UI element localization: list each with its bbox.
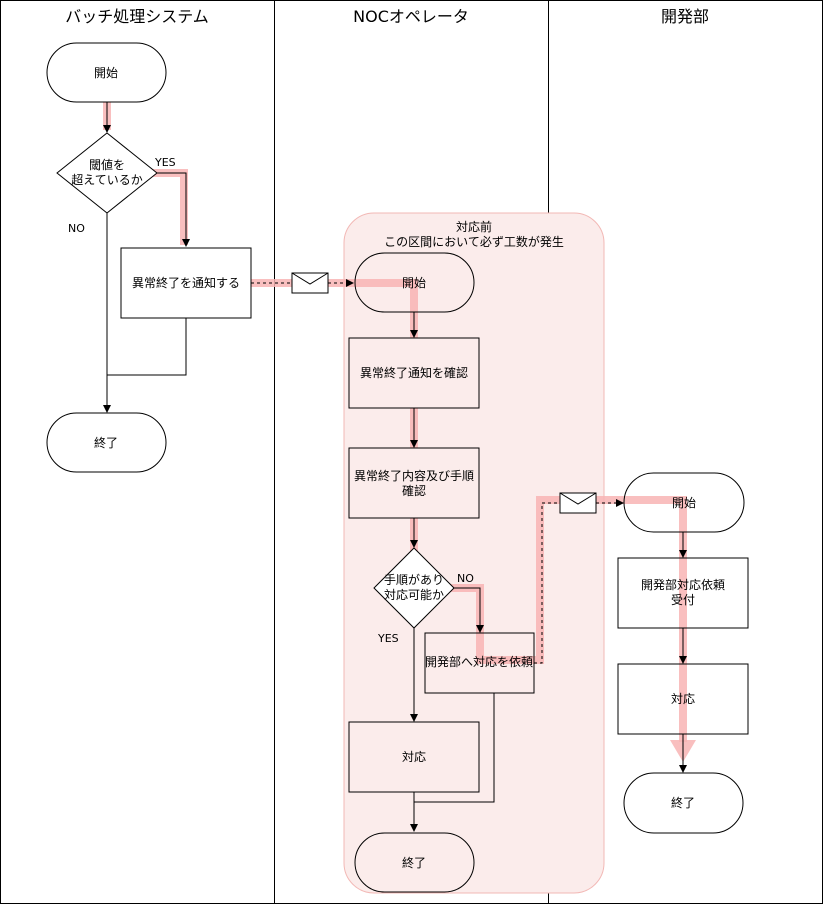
batch-notify-node xyxy=(120,247,252,319)
dev-receive-line1: 開発部対応依頼 xyxy=(641,577,725,592)
lane-title-dev: 開発部 xyxy=(661,7,709,26)
message-line-2a xyxy=(534,502,560,664)
dev-end-node xyxy=(623,772,744,834)
region-title: 対応前 xyxy=(456,219,492,234)
batch-decision-line1: 閾値を xyxy=(89,157,125,172)
lane-title-batch: バッチ処理システム xyxy=(65,7,209,26)
batch-yes-label: YES xyxy=(154,156,176,169)
dev-start-node xyxy=(623,472,745,533)
envelope-flap-2 xyxy=(559,492,597,505)
envelope-flap-1 xyxy=(291,272,329,285)
noc-start-label: 開始 xyxy=(402,276,426,290)
noc-decision-line2: 対応可能か xyxy=(384,588,444,602)
pre-response-region xyxy=(343,212,605,894)
batch-no-label: NO xyxy=(68,222,85,235)
noc-end-label: 終了 xyxy=(402,855,426,870)
dev-handle-label: 対応 xyxy=(671,692,695,706)
noc-confirm-detail-line1: 異常終了内容及び手順 xyxy=(354,468,474,483)
noc-end-node xyxy=(354,832,475,893)
region-subtitle: この区間において必ず工数が発生 xyxy=(384,234,564,249)
noc-request-label: 開発部へ対応を依頼 xyxy=(425,654,533,669)
batch-end-node xyxy=(46,412,167,473)
noc-no-label: NO xyxy=(457,572,474,585)
connector-batch-yes xyxy=(157,172,190,247)
connector-noc-merge xyxy=(414,693,495,803)
noc-confirm-detail-line2: 確認 xyxy=(402,483,426,498)
dev-receive-line2: 受付 xyxy=(671,593,695,607)
connector-batch-merge xyxy=(107,318,187,376)
noc-confirm-notice-label: 異常終了通知を確認 xyxy=(360,365,468,380)
noc-decision-line1: 手順があり xyxy=(384,572,444,587)
batch-notify-label: 異常終了を通知する xyxy=(132,275,240,290)
lane-title-noc: NOCオペレータ xyxy=(353,7,469,26)
noc-yes-label: YES xyxy=(377,632,399,645)
batch-end-label: 終了 xyxy=(94,435,118,450)
batch-start-label: 開始 xyxy=(94,66,118,80)
batch-decision-line2: 超えているか xyxy=(71,172,142,187)
dev-end-label: 終了 xyxy=(671,795,695,810)
noc-handle-label: 対応 xyxy=(402,750,426,764)
connector-noc-no xyxy=(454,587,484,633)
dev-start-label: 開始 xyxy=(672,496,696,510)
